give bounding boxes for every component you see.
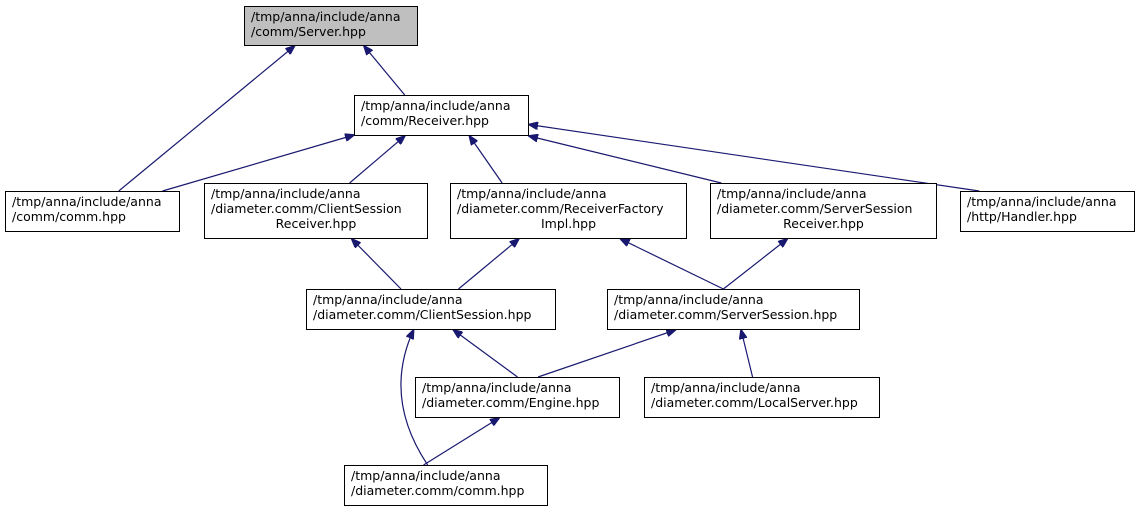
node-line: /tmp/anna/include/anna [251, 9, 401, 24]
edge-http-handler-to-receiver-hpp [529, 125, 980, 192]
node-line: Receiver.hpp [275, 216, 357, 231]
node-line: /tmp/anna/include/anna [361, 98, 511, 113]
node-line: /tmp/anna/include/anna [12, 194, 162, 209]
node-engine[interactable]: /tmp/anna/include/anna /diameter.comm/En… [415, 377, 620, 418]
edge-engine-to-server-session [537, 330, 675, 378]
edge-server-session-receiver-to-receiver-hpp [529, 136, 722, 184]
node-line: /comm/Receiver.hpp [361, 113, 489, 128]
edge-server-session-to-server-session-receiver [723, 239, 787, 290]
node-line: /comm/Server.hpp [251, 24, 366, 39]
node-line: /tmp/anna/include/anna [651, 380, 801, 395]
node-line: /diameter.comm/ServerSession [717, 201, 913, 216]
edge-comm-hpp-to-receiver-hpp [162, 135, 355, 192]
node-line: /tmp/anna/include/anna [211, 186, 361, 201]
edge-client-session-to-client-session-receiver [352, 239, 402, 290]
node-diameter-comm-hpp[interactable]: /tmp/anna/include/anna /diameter.comm/co… [344, 465, 548, 506]
node-comm-hpp[interactable]: /tmp/anna/include/anna /comm/comm.hpp [5, 191, 180, 232]
node-line: /diameter.comm/ReceiverFactory [457, 201, 664, 216]
edge-receiver-factory-impl-to-receiver-hpp [470, 136, 503, 184]
node-line: /diameter.comm/ServerSession.hpp [614, 307, 838, 322]
node-line: /http/Handler.hpp [967, 209, 1077, 224]
node-line: /tmp/anna/include/anna [967, 194, 1117, 209]
node-client-session-receiver[interactable]: /tmp/anna/include/anna /diameter.comm/Cl… [204, 183, 428, 239]
node-line: /diameter.comm/LocalServer.hpp [651, 395, 858, 410]
edge-diameter-comm-hpp-to-client-session [400, 330, 429, 466]
node-line: /comm/comm.hpp [12, 209, 126, 224]
node-line: /diameter.comm/comm.hpp [351, 483, 525, 498]
edge-engine-to-client-session [454, 330, 518, 378]
node-client-session[interactable]: /tmp/anna/include/anna /diameter.comm/Cl… [306, 289, 556, 330]
node-server-hpp[interactable]: /tmp/anna/include/anna /comm/Server.hpp [244, 6, 418, 46]
node-server-session-receiver[interactable]: /tmp/anna/include/anna /diameter.comm/Se… [710, 183, 937, 239]
node-line: /tmp/anna/include/anna [614, 292, 764, 307]
node-line: /diameter.comm/Engine.hpp [422, 395, 600, 410]
edge-client-session-receiver-to-receiver-hpp [349, 136, 405, 184]
edge-receiver-hpp-to-server-hpp [364, 46, 406, 96]
node-receiver-factory-impl[interactable]: /tmp/anna/include/anna /diameter.comm/Re… [450, 183, 687, 239]
node-receiver-hpp[interactable]: /tmp/anna/include/anna /comm/Receiver.hp… [354, 95, 529, 136]
node-line: /diameter.comm/ClientSession [211, 201, 402, 216]
node-line: /diameter.comm/ClientSession.hpp [313, 307, 532, 322]
edge-comm-hpp-to-server-hpp [118, 46, 295, 192]
node-line: /tmp/anna/include/anna [313, 292, 463, 307]
node-http-handler[interactable]: /tmp/anna/include/anna /http/Handler.hpp [960, 191, 1135, 232]
node-line: /tmp/anna/include/anna [422, 380, 572, 395]
edge-local-server-to-server-session [741, 330, 754, 378]
edge-client-session-to-receiver-factory-impl [458, 239, 519, 290]
node-server-session[interactable]: /tmp/anna/include/anna /diameter.comm/Se… [607, 289, 860, 330]
node-line: Receiver.hpp [783, 216, 864, 231]
node-line: Impl.hpp [540, 216, 597, 231]
node-local-server[interactable]: /tmp/anna/include/anna /diameter.comm/Lo… [644, 377, 880, 418]
edge-diameter-comm-hpp-to-engine [423, 418, 499, 466]
node-line: /tmp/anna/include/anna [457, 186, 607, 201]
node-line: /tmp/anna/include/anna [351, 468, 501, 483]
edge-server-session-to-receiver-factory-impl [621, 239, 724, 290]
node-line: /tmp/anna/include/anna [717, 186, 867, 201]
